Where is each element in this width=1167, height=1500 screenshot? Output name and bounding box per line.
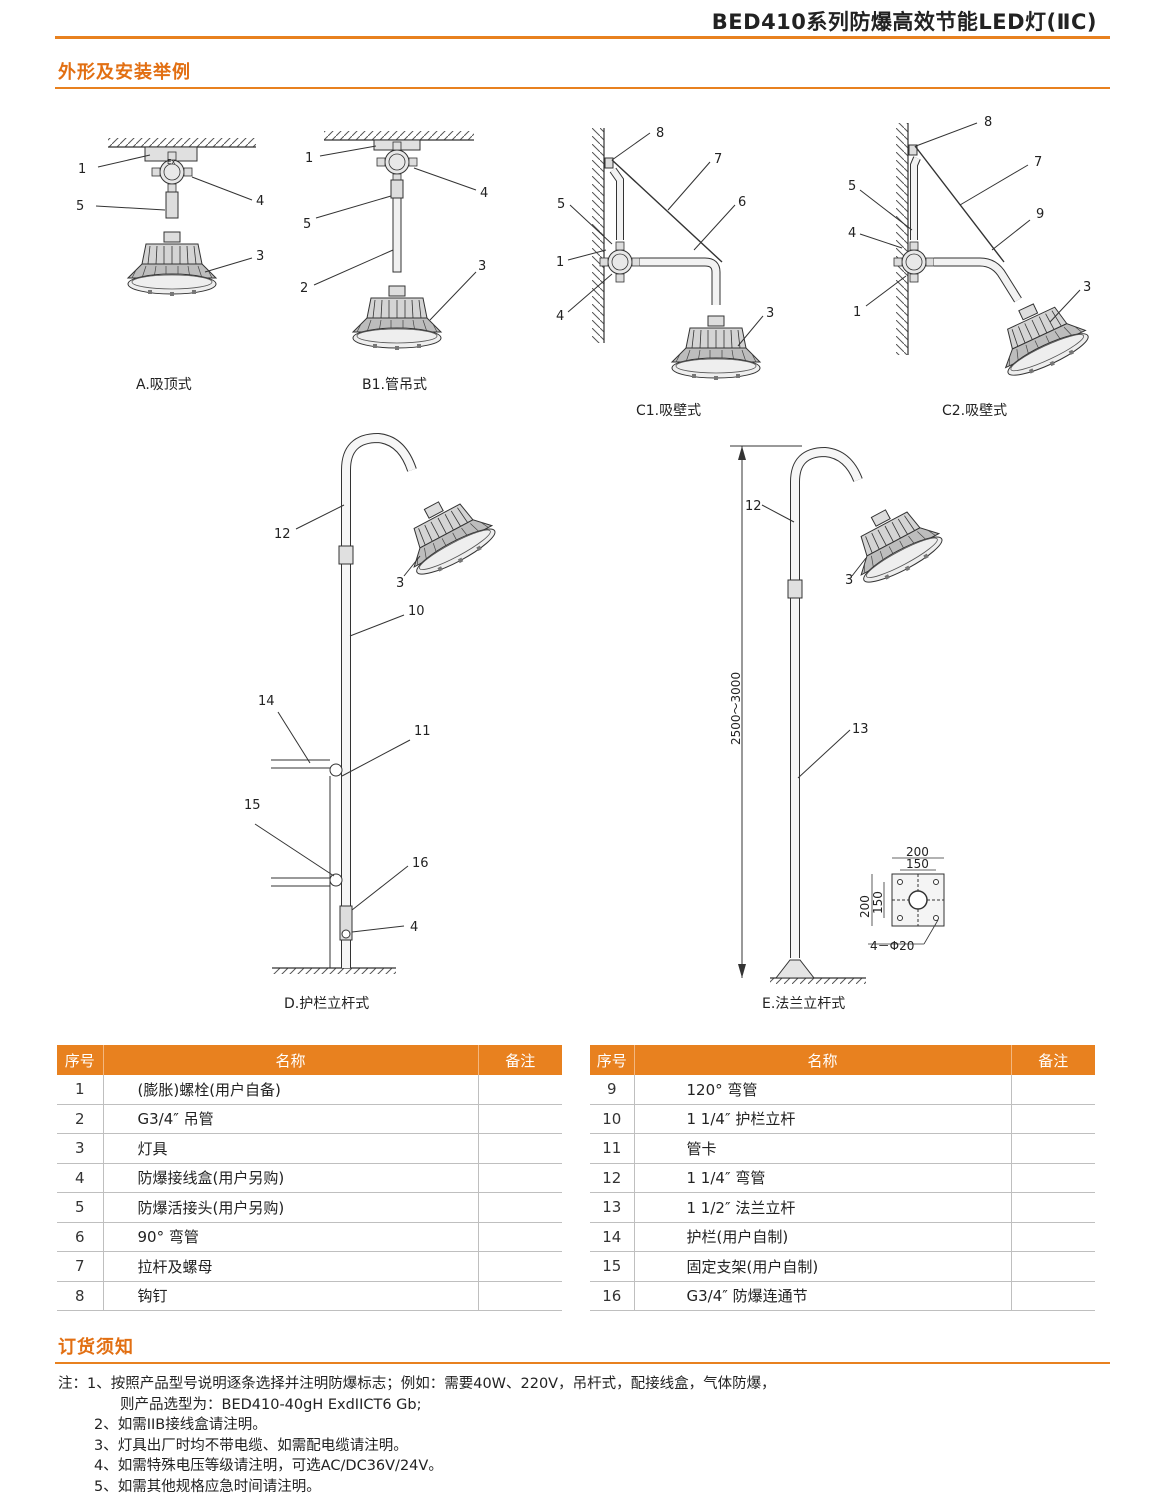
callout-3: 3 [478, 259, 486, 274]
caption-b1: B1.管吊式 [362, 377, 427, 393]
callout-16: 16 [412, 856, 429, 871]
dimension-height: 2500～3000 [729, 672, 743, 745]
callout-4: 4 [256, 194, 264, 209]
callout-9: 9 [1036, 207, 1044, 222]
note-line-3: 2、如需IIB接线盒请注明。 [94, 1417, 267, 1433]
dimension-holes: 4－Φ20 [870, 939, 914, 953]
header-no: 序号 [57, 1045, 103, 1075]
callout-5: 5 [76, 199, 84, 214]
diagram-e-flange-post: 2500～3000 12 3 13 200 150 200 150 4－Φ20 … [729, 445, 948, 1012]
callout-7: 7 [714, 152, 722, 167]
callout-4: 4 [480, 186, 488, 201]
note-line-4: 3、灯具出厂时均不带电缆、如需配电缆请注明。 [94, 1437, 408, 1454]
diagram-a-ceiling-mount: Ex 1 5 4 3 A.吸顶式 [76, 138, 264, 393]
header-divider [55, 36, 1110, 39]
section-divider-ordering [55, 1362, 1110, 1364]
dimension-200-width: 200 [906, 845, 929, 859]
note-line-1: 注：1、按照产品型号说明逐条选择并注明防爆标志；例如：需要40W、220V，吊杆… [58, 1376, 776, 1392]
caption-a: A.吸顶式 [136, 377, 192, 393]
page-title: BED410系列防爆高效节能LED灯(ⅡC) [711, 10, 1097, 34]
section-title-ordering: 订货须知 [58, 1337, 134, 1358]
callout-4: 4 [848, 226, 856, 241]
caption-c1: C1.吸壁式 [636, 403, 701, 419]
callout-12: 12 [274, 527, 291, 542]
ex-mark: Ex [167, 158, 176, 166]
callout-10: 10 [408, 604, 425, 619]
callout-4: 4 [410, 920, 418, 935]
table-row: 1(膨胀)螺栓(用户自备) [57, 1075, 562, 1105]
caption-c2: C2.吸壁式 [942, 403, 1007, 419]
note-line-2: 则产品选型为：BED410-40gH ExdIICT6 Gb; [120, 1396, 422, 1413]
callout-13: 13 [852, 722, 869, 737]
callout-15: 15 [244, 798, 261, 813]
callout-7: 7 [1034, 155, 1042, 170]
installation-diagrams: Ex 1 5 4 3 A.吸顶式 1 5 4 2 3 B1.管吊式 [76, 115, 1094, 1012]
header-remark: 备注 [477, 1045, 562, 1075]
header-name: 名称 [633, 1045, 1011, 1075]
callout-8: 8 [984, 115, 992, 130]
callout-14: 14 [258, 694, 275, 709]
callout-2: 2 [300, 281, 308, 296]
section-title-installation: 外形及安装举例 [58, 62, 191, 83]
diagram-c2-wall-mount: 8 7 9 5 4 1 3 C2.吸壁式 [848, 115, 1094, 419]
header-no: 序号 [590, 1045, 634, 1075]
callout-5: 5 [303, 217, 311, 232]
callout-3: 3 [1083, 280, 1091, 295]
note-line-6: 5、如需其他规格应急时间请注明。 [94, 1478, 321, 1495]
header-remark: 备注 [1010, 1045, 1095, 1075]
dimension-150-width: 150 [906, 857, 929, 871]
callout-1: 1 [305, 151, 313, 166]
callout-5: 5 [848, 179, 856, 194]
callout-1: 1 [556, 255, 564, 270]
dimension-150-height: 150 [871, 891, 885, 914]
callout-1: 1 [78, 162, 86, 177]
callout-5: 5 [557, 197, 565, 212]
diagram-c1-wall-mount: 8 7 6 5 1 4 3 C1.吸壁式 [556, 126, 774, 419]
caption-e: E.法兰立杆式 [762, 996, 845, 1012]
callout-11: 11 [414, 724, 431, 739]
callout-12: 12 [745, 499, 762, 514]
callout-1: 1 [853, 305, 861, 320]
section-divider-installation [55, 87, 1110, 89]
callout-8: 8 [656, 126, 664, 141]
diagram-b1-pipe-pendant: 1 5 4 2 3 B1.管吊式 [300, 131, 488, 393]
note-line-5: 4、如需特殊电压等级请注明，可选AC/DC36V/24V。 [94, 1458, 443, 1474]
ordering-notes: 注：1、按照产品型号说明逐条选择并注明防爆标志；例如：需要40W、220V，吊杆… [58, 1374, 776, 1497]
callout-3: 3 [396, 576, 404, 591]
callout-3: 3 [766, 306, 774, 321]
callout-3: 3 [845, 573, 853, 588]
caption-d: D.护栏立杆式 [284, 996, 369, 1012]
dimension-200-height: 200 [858, 895, 872, 918]
callout-3: 3 [256, 249, 264, 264]
callout-4: 4 [556, 309, 564, 324]
header-name: 名称 [102, 1045, 478, 1075]
callout-6: 6 [738, 195, 746, 210]
diagram-d-railing-post: 12 3 10 14 11 15 16 4 D.护栏立杆式 [244, 432, 501, 1012]
